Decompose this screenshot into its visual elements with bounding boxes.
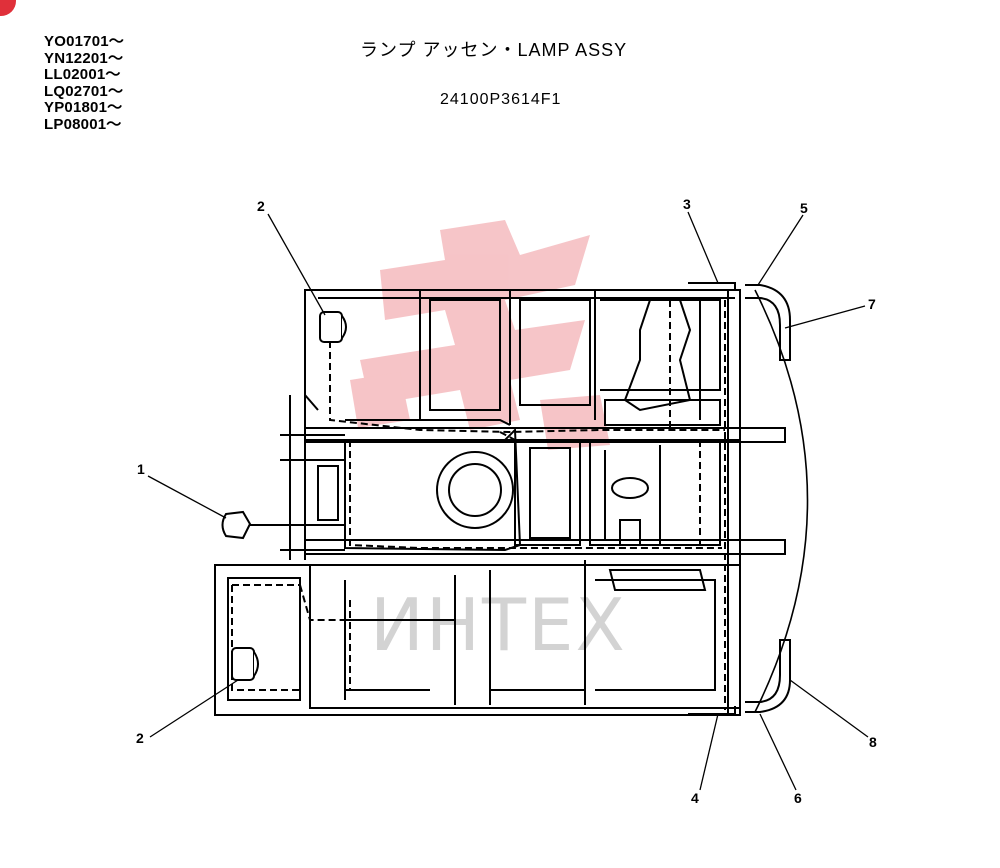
serial-range: LP08001～	[44, 115, 122, 133]
callout-4: 4	[691, 790, 699, 806]
callout-8: 8	[869, 734, 877, 750]
lamp-2-lower	[231, 647, 259, 681]
callout-2-lower: 2	[136, 730, 144, 746]
part-number: 24100P3614F1	[440, 91, 562, 108]
callout-2-upper: 2	[257, 198, 265, 214]
watermark-text: ИНТЕХ	[370, 583, 627, 667]
lamp-2-upper	[319, 311, 347, 343]
callout-5: 5	[800, 200, 808, 216]
serial-range-list: YO01701～ YN12201～ LL02001～ LQ02701～ YP01…	[44, 33, 124, 133]
watermark-logo	[350, 220, 610, 450]
machine-frame	[214, 289, 809, 716]
page-title: ランプ アッセン・LAMP ASSY	[360, 40, 628, 60]
serial-range: YN12201～	[44, 49, 124, 67]
serial-range: LQ02701～	[44, 82, 124, 100]
callout-labels: 2 3 5 7 1 2 8 4 6	[136, 196, 877, 806]
serial-range: YP01801～	[44, 99, 123, 116]
callout-3: 3	[683, 196, 691, 212]
serial-range: LL02001～	[44, 66, 121, 83]
callout-7: 7	[868, 296, 876, 312]
wiring-harness	[231, 300, 726, 710]
lamp-1	[221, 465, 339, 540]
callout-leaders	[147, 211, 869, 791]
guard-5-6-7-8	[745, 284, 791, 713]
lamp-3-4-rails	[688, 282, 736, 715]
serial-range: YO01701～	[44, 33, 124, 50]
callout-1: 1	[137, 461, 145, 477]
callout-6: 6	[794, 790, 802, 806]
